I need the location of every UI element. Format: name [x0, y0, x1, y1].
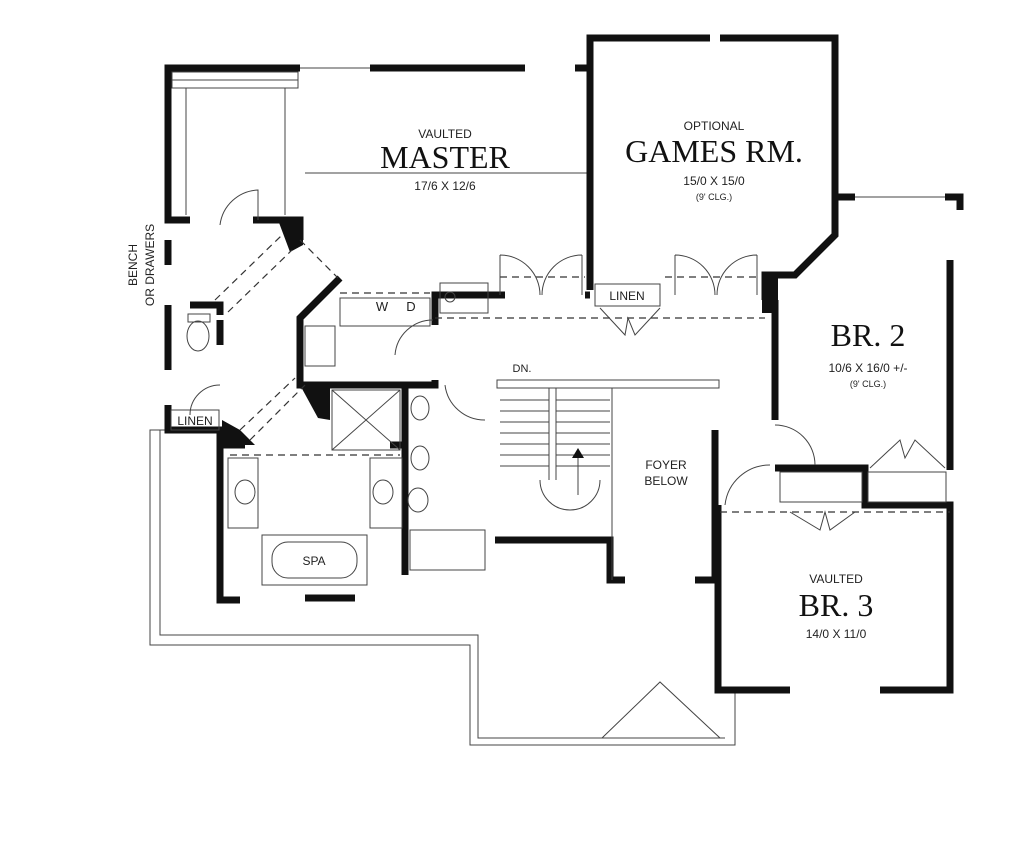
- master-name: MASTER: [380, 139, 510, 175]
- br3-name: BR. 3: [799, 587, 874, 623]
- foyer-below-label: BELOW: [644, 474, 688, 488]
- spa-label: SPA: [302, 554, 325, 568]
- games-ceiling: (9' CLG.): [696, 192, 732, 202]
- stairs[interactable]: [496, 379, 720, 580]
- br2-ceiling: (9' CLG.): [850, 379, 886, 389]
- games-name: GAMES RM.: [625, 133, 803, 169]
- stair-direction-arrow: [572, 448, 584, 458]
- linen-closet: [170, 409, 220, 431]
- doors: [189, 189, 946, 531]
- roof-outline: [149, 67, 945, 746]
- bench-label: BENCH: [126, 244, 140, 286]
- linen-label: LINEN: [609, 289, 644, 303]
- dryer-label: D: [406, 299, 415, 314]
- wall-column: [222, 420, 255, 445]
- drawers-label: OR DRAWERS: [143, 224, 157, 306]
- br3-qualifier: VAULTED: [809, 572, 863, 586]
- br2-name: BR. 2: [831, 317, 906, 353]
- wall-column: [278, 220, 303, 252]
- foyer-label: FOYER: [645, 458, 687, 472]
- washer-label: W: [376, 299, 389, 314]
- wall-column: [300, 385, 330, 420]
- stairs-down-label: DN.: [513, 363, 532, 375]
- walls: [164, 34, 964, 694]
- linen-label: LINEN: [177, 414, 212, 428]
- games-size: 15/0 X 15/0: [683, 174, 745, 188]
- linen-closet: [594, 283, 661, 307]
- master-size: 17/6 X 12/6: [414, 179, 476, 193]
- openings: [214, 234, 950, 513]
- master-qualifier: VAULTED: [418, 127, 472, 141]
- br3-size: 14/0 X 11/0: [806, 627, 867, 641]
- br2-size: 10/6 X 16/0 +/-: [828, 361, 907, 375]
- games-qualifier: OPTIONAL: [684, 119, 745, 133]
- closet-shelves: [171, 71, 947, 503]
- wall-column: [762, 278, 778, 313]
- fixtures: [186, 282, 489, 586]
